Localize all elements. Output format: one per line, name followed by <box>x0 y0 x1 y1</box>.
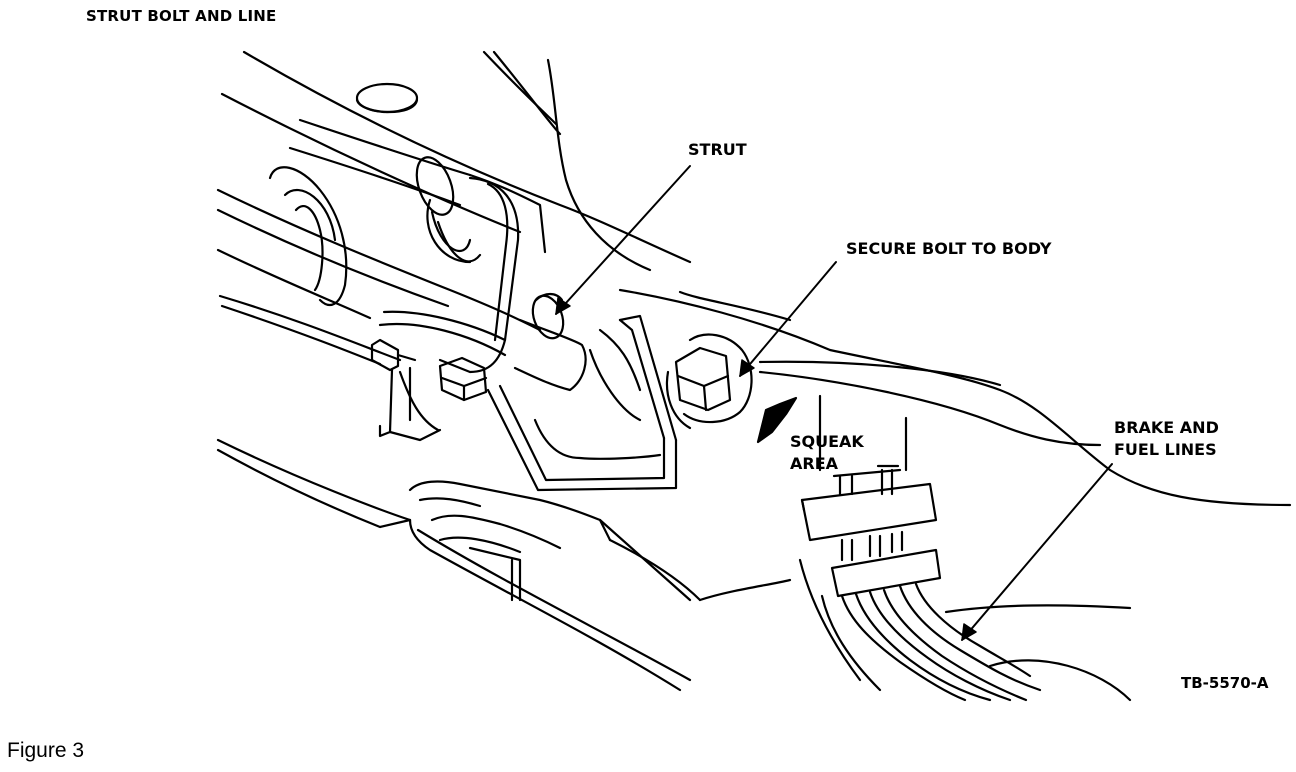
underbody-tray <box>408 480 702 602</box>
strut-tube <box>288 118 587 392</box>
reference-code: TB-5570-A <box>1181 674 1269 692</box>
leader-arrows <box>555 165 1113 641</box>
figure-caption: Figure 3 <box>7 739 85 762</box>
bracket-nut <box>438 356 488 402</box>
strut-bolt-illustration <box>216 50 1292 702</box>
frame-rails <box>216 188 792 692</box>
strut-bracket <box>378 176 520 374</box>
body-bolt <box>665 333 753 430</box>
mounting-plate <box>486 314 678 492</box>
figure-title: STRUT BOLT AND LINE <box>86 7 277 25</box>
body-panel-lines <box>220 50 1292 507</box>
brake-fuel-lines-label: BRAKE AND FUEL LINES <box>1114 418 1219 459</box>
line-loop <box>268 166 348 307</box>
secure-bolt-label: SECURE BOLT TO BODY <box>846 239 1052 258</box>
brake-fuel-lines <box>798 394 1132 702</box>
brake-fuel-leader-arrow <box>961 463 1113 641</box>
squeak-area-label: SQUEAK AREA <box>790 432 864 473</box>
secure-bolt-leader-arrow <box>739 261 837 377</box>
line-clip <box>370 338 442 442</box>
strut-leader-arrow <box>555 165 691 315</box>
strut-label: STRUT <box>688 140 747 159</box>
body-plug <box>355 82 419 114</box>
squeak-arrow-icon <box>756 396 798 444</box>
